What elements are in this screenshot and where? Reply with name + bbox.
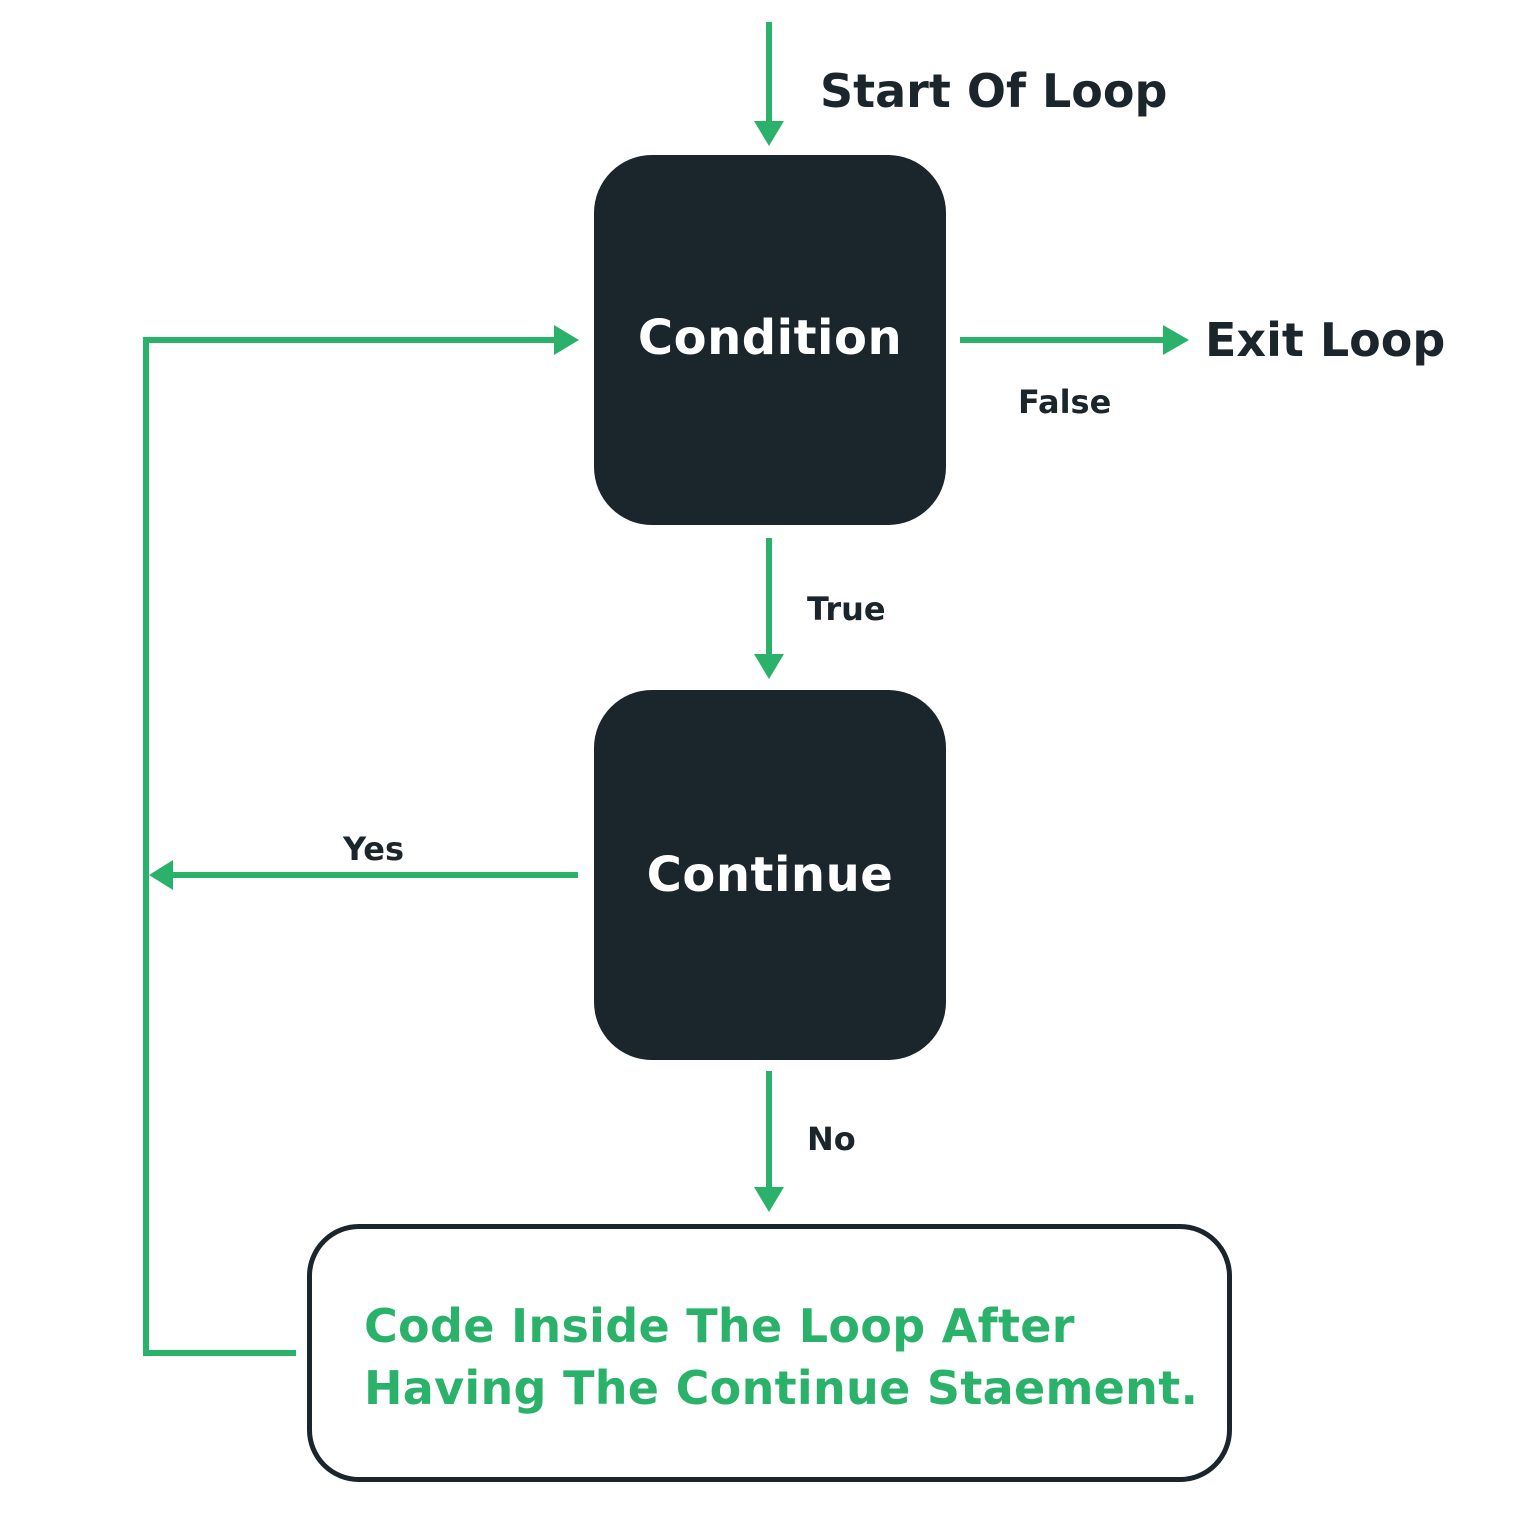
exit-loop-label: Exit Loop (1205, 313, 1446, 367)
arrowhead-continue-to-loop (149, 860, 173, 890)
arrow-code-to-condition (143, 337, 555, 1356)
continue-label: Continue (646, 847, 894, 903)
condition-node: Condition (594, 155, 946, 525)
arrowhead-start-to-condition (754, 121, 784, 146)
continue-node: Continue (594, 690, 946, 1060)
arrowhead-condition-to-exit (1163, 325, 1189, 355)
true-edge-label: True (807, 590, 886, 628)
yes-edge-label: Yes (343, 830, 404, 868)
false-edge-label: False (1018, 383, 1112, 421)
arrowhead-code-to-condition (554, 325, 579, 355)
code-block-line-2: Having The Continue Staement. (364, 1361, 1199, 1415)
start-of-loop-label: Start Of Loop (820, 64, 1168, 118)
code-block-node: Code Inside The Loop After Having The Co… (307, 1224, 1232, 1482)
arrowhead-condition-to-continue (754, 654, 784, 679)
code-block-line-1: Code Inside The Loop After (364, 1299, 1075, 1353)
no-edge-label: No (807, 1120, 856, 1158)
arrowhead-continue-to-code (754, 1187, 784, 1212)
condition-label: Condition (637, 310, 903, 366)
